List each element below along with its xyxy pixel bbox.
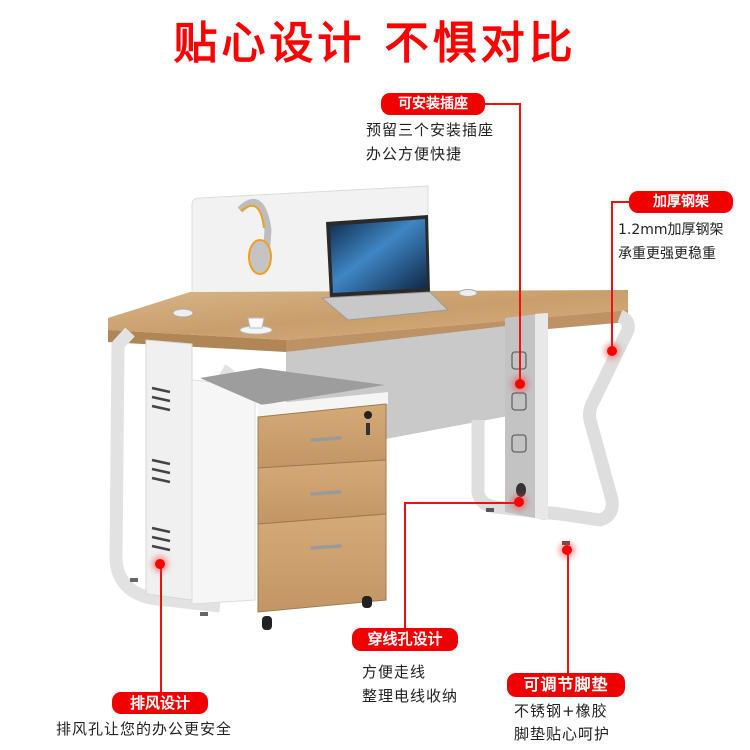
cable-leader-line-h: [404, 502, 520, 504]
callout-desc-steel-1: 1.2mm加厚钢架: [618, 222, 724, 238]
feet-hotspot-dot: [562, 545, 572, 555]
callout-badge-socket: 可安装插座: [381, 93, 485, 115]
socket-leader-line-v: [519, 103, 521, 381]
steel-leader-line-h: [611, 201, 631, 203]
mobile-pedestal: [200, 368, 388, 630]
headphones: [237, 199, 272, 275]
feet-leader-line-v: [567, 552, 569, 674]
vent-hotspot-dot: [155, 559, 165, 569]
callout-desc-vent-1: 排风孔让您的办公更安全: [56, 720, 233, 738]
laptop: [320, 215, 450, 321]
socket-hotspot-dot: [515, 379, 525, 389]
cable-leader-line-v: [404, 502, 406, 628]
callout-desc-feet-1: 不锈钢+橡胶: [514, 702, 608, 720]
callout-desc-socket-2: 办公方便快捷: [366, 145, 463, 163]
callout-badge-cable: 穿线孔设计: [352, 628, 458, 651]
steel-hotspot-dot: [607, 346, 617, 356]
callout-desc-feet-2: 脚垫贴心呵护: [514, 725, 611, 743]
callout-desc-cable-2: 整理电线收纳: [362, 687, 459, 705]
callout-desc-cable-1: 方便走线: [362, 663, 427, 681]
coffee-cup: [239, 317, 273, 335]
cable-hotspot-dot: [514, 497, 524, 507]
callout-desc-steel-2: 承重更强更稳重: [618, 246, 716, 262]
callout-badge-feet: 可调节脚垫: [507, 673, 625, 697]
steel-leader-line-v: [611, 201, 613, 353]
page-title: 贴心设计 不惧对比: [173, 18, 577, 69]
callout-badge-steel: 加厚钢架: [629, 191, 733, 213]
right-steel-frame: [471, 309, 635, 527]
cable-column: [505, 313, 548, 520]
callout-badge-vent: 排风设计: [112, 692, 208, 714]
socket-leader-line-h: [484, 103, 520, 105]
callout-desc-socket-1: 预留三个安装插座: [366, 121, 495, 139]
vent-leader-line-v: [160, 565, 162, 693]
